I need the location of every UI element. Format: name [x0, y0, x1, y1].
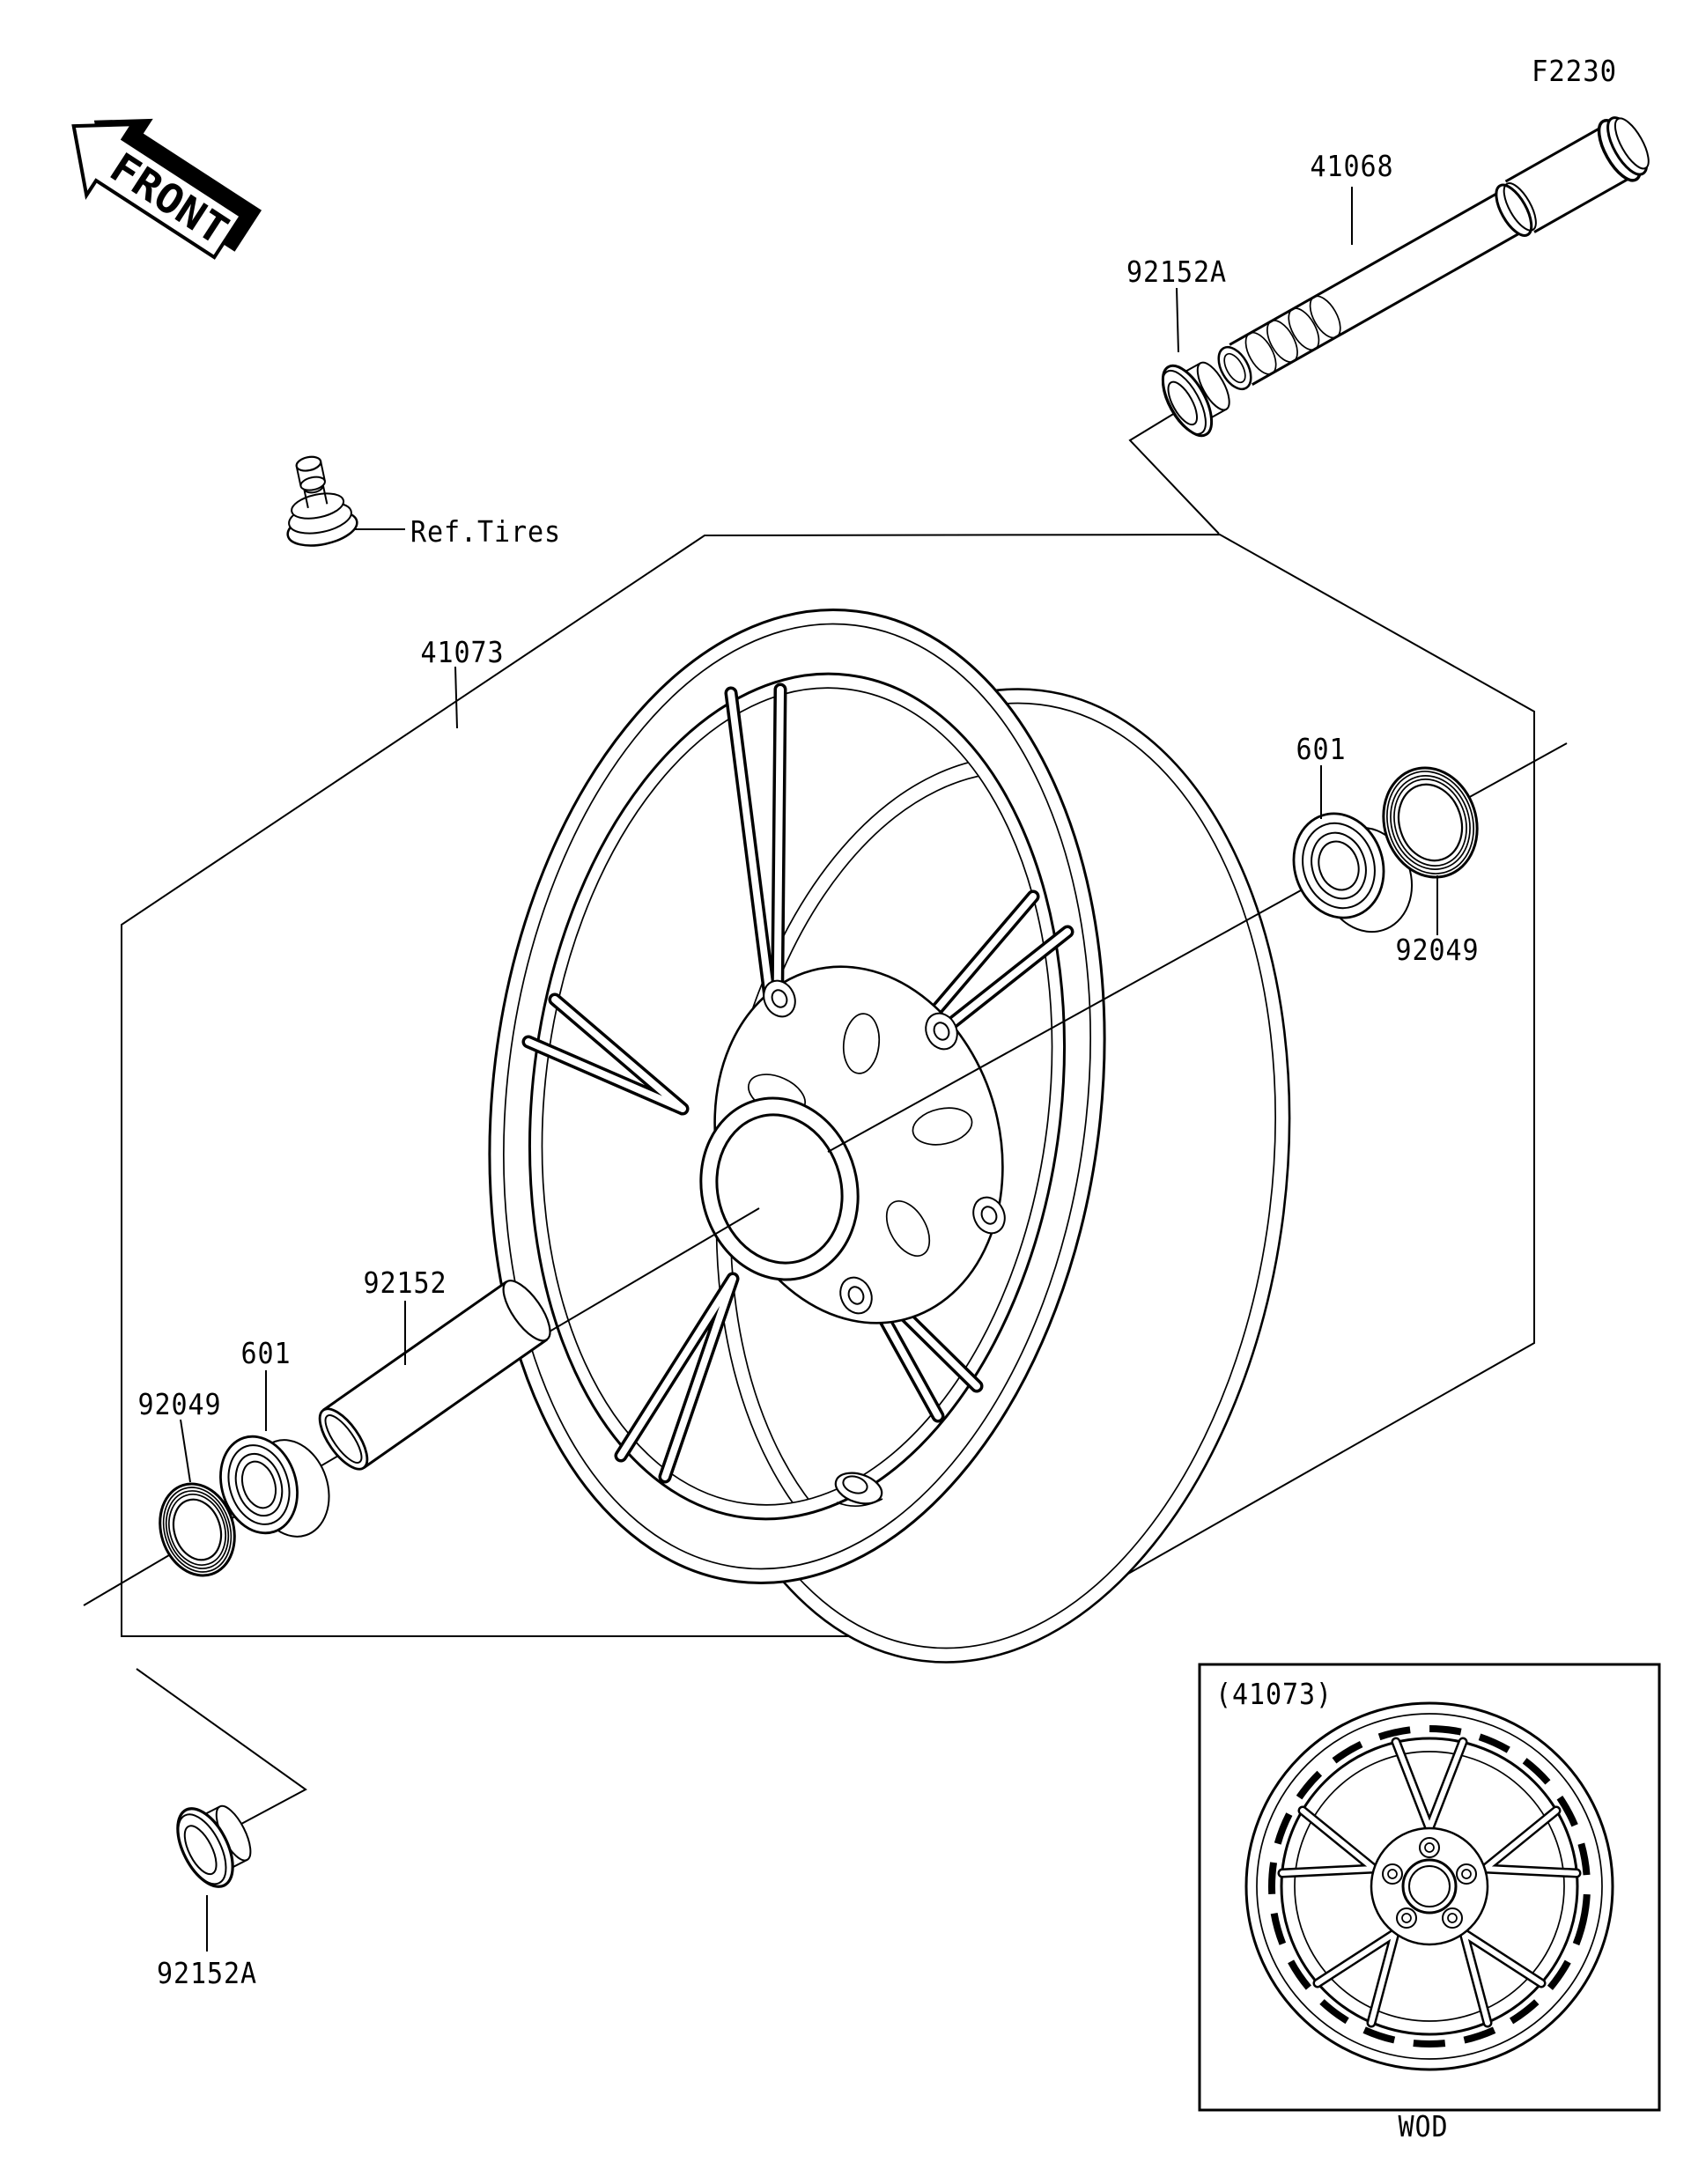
- callout-collar-top: 92152A: [1126, 255, 1227, 289]
- axle-41068: [1217, 116, 1650, 391]
- front-direction-arrow: FRONT: [71, 118, 262, 260]
- footer-code: WOD: [1399, 2109, 1449, 2143]
- figure-code: F2230: [1532, 54, 1617, 88]
- callout-collar-bottom: 92152A: [157, 1956, 257, 1990]
- valve-hole-boss: [834, 1472, 883, 1507]
- seal-right-92049: [1382, 766, 1479, 879]
- spacer-92152: [318, 1280, 551, 1471]
- callout-bearing-right: 601: [1296, 732, 1347, 766]
- seal-left-92049: [159, 1482, 236, 1577]
- collar-bottom-92152A: [176, 1804, 252, 1888]
- leader-lines: [180, 187, 1438, 1952]
- bearing-left-601: [219, 1435, 330, 1538]
- callout-seal-left: 92049: [138, 1387, 222, 1421]
- inset-wheel-front-view: (41073): [1198, 1663, 1661, 2112]
- callout-wheel: 41073: [421, 635, 505, 669]
- bearing-right-601: [1292, 812, 1414, 933]
- tire-valve: [286, 455, 358, 547]
- inset-hub: [1370, 1826, 1489, 1946]
- callout-spacer: 92152: [364, 1265, 447, 1300]
- front-wheel-41073: [488, 609, 1291, 1664]
- reference-plane-outline: [121, 533, 1535, 1637]
- inset-title: (41073): [1215, 1677, 1333, 1711]
- ref-tires-label: Ref.Tires: [410, 514, 561, 549]
- wheel-hub: [699, 965, 1006, 1324]
- callout-axle: 41068: [1311, 149, 1394, 183]
- wheel-spokes: [521, 682, 1074, 1484]
- inset-spokes: [1277, 1737, 1582, 2028]
- collar-top-92152A: [1161, 361, 1230, 438]
- callout-bearing-left: 601: [241, 1336, 292, 1370]
- callout-seal-right: 92049: [1396, 933, 1480, 967]
